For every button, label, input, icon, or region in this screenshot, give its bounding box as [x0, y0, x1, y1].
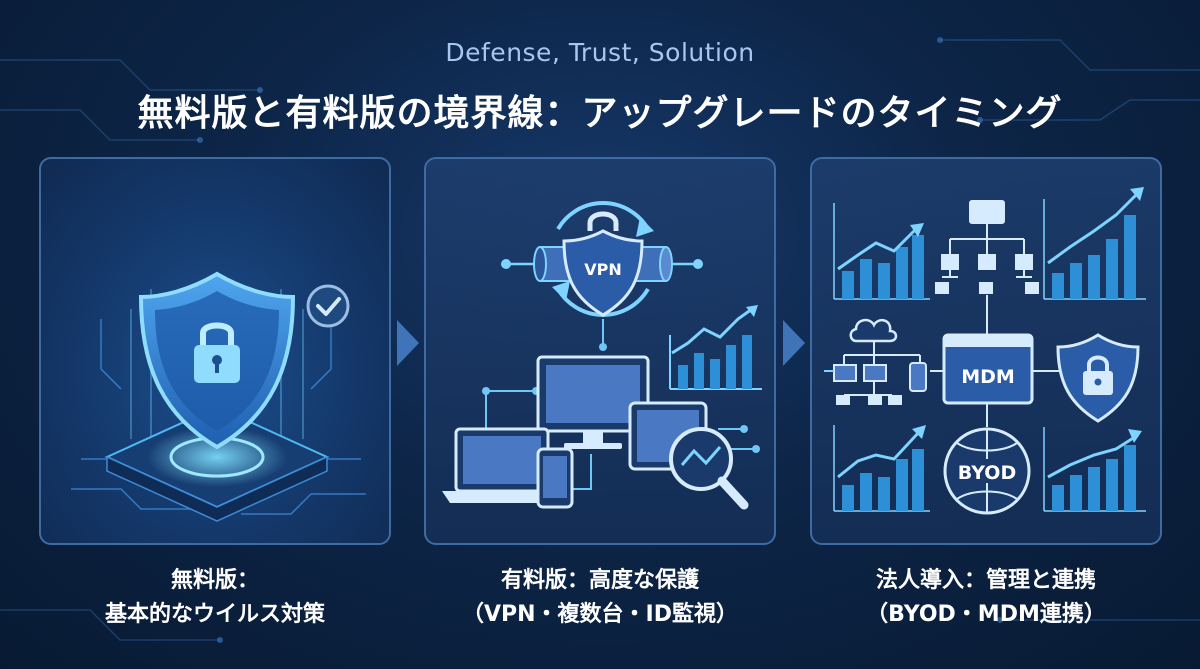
panel-paid-version: VPN	[424, 157, 776, 545]
caption-free-line1: 無料版：	[170, 568, 259, 593]
vpn-label: VPN	[584, 260, 622, 279]
caption-free: 無料版： 基本的なウイルス対策	[39, 564, 391, 632]
caption-corporate: 法人導入：管理と連携 （BYOD・MDM連携）	[810, 564, 1162, 632]
monitor-icon	[536, 355, 650, 449]
header-subtitle: Defense, Trust, Solution	[445, 38, 755, 67]
caption-paid-line2: （VPN・複数台・ID監視）	[461, 602, 738, 627]
caption-corporate-line2: （BYOD・MDM連携）	[866, 602, 1106, 627]
paid-illustration: VPN	[442, 201, 762, 510]
byod-label: BYOD	[958, 462, 1016, 484]
bar-chart-icon	[1043, 187, 1146, 300]
magnifier-icon	[669, 427, 749, 510]
laptop-icon	[442, 427, 564, 503]
growth-chart-icon	[669, 305, 762, 390]
bar-chart-icon	[1043, 427, 1146, 512]
mdm-label: MDM	[961, 366, 1015, 388]
glowing-platform	[104, 405, 330, 522]
mdm-console-icon: MDM	[942, 333, 1034, 405]
arrow-right-icon	[783, 320, 805, 366]
panel-free-version	[39, 157, 391, 545]
lock-shield-icon	[1056, 333, 1140, 423]
vpn-shield-icon: VPN	[562, 229, 644, 317]
corporate-illustration: MDM BYOD	[824, 187, 1146, 515]
cloud-network-icon	[833, 318, 927, 405]
caption-corporate-line1: 法人導入：管理と連携	[875, 568, 1096, 593]
arrow-right-icon	[397, 320, 419, 366]
check-icon	[306, 284, 350, 328]
page-title: 無料版と有料版の境界線：アップグレードのタイミング	[137, 93, 1063, 134]
caption-paid-line1: 有料版：高度な保護	[500, 568, 699, 593]
caption-free-line2: 基本的なウイルス対策	[104, 602, 325, 627]
smartphone-icon	[536, 447, 574, 509]
free-illustration	[71, 271, 366, 522]
panel-corporate: MDM BYOD	[810, 157, 1162, 545]
bar-chart-icon	[833, 425, 930, 512]
byod-globe-icon: BYOD	[943, 427, 1031, 515]
org-chart-icon	[935, 200, 1039, 294]
caption-paid: 有料版：高度な保護 （VPN・複数台・ID監視）	[424, 564, 776, 632]
bar-chart-icon	[833, 203, 930, 300]
lock-icon	[194, 322, 240, 383]
